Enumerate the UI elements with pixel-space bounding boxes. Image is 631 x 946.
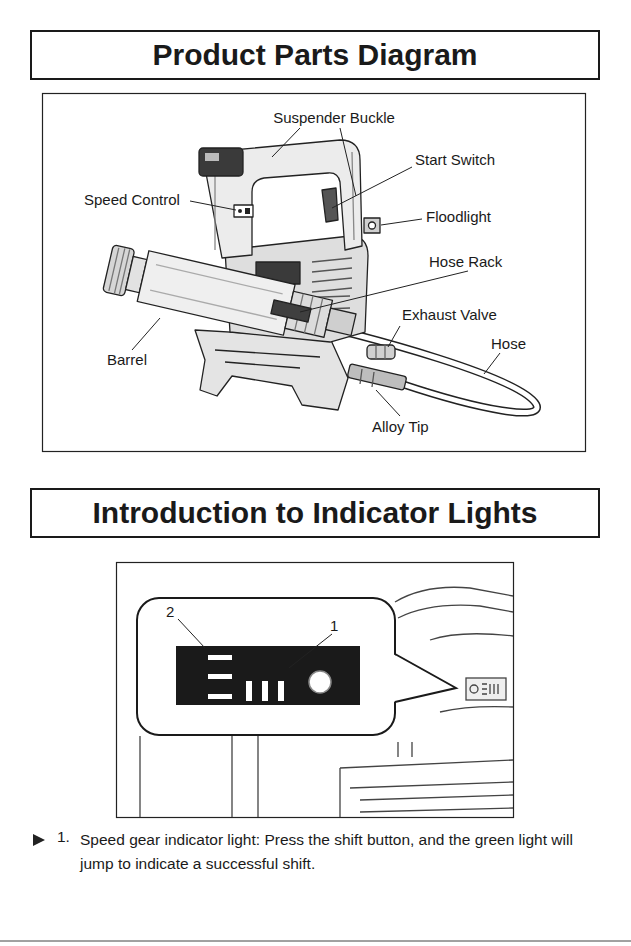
tool-body [360, 795, 513, 812]
grease-gun [364, 218, 380, 233]
tool-body [482, 684, 498, 694]
tool-body [340, 760, 513, 817]
figure-frame [43, 94, 586, 452]
leader-line [381, 219, 422, 225]
leader-line [272, 128, 300, 157]
leader-line [132, 128, 500, 416]
callout-bubble [395, 654, 456, 702]
grease-gun [102, 243, 359, 350]
leader-line [190, 201, 236, 210]
part-label: Alloy Tip [372, 418, 429, 436]
grease-gun [234, 205, 253, 217]
grease-gun [205, 153, 219, 161]
grease-gun [367, 345, 395, 359]
indicator-panel [176, 646, 360, 705]
grease-gun [369, 222, 376, 229]
leader-line [300, 271, 468, 312]
tool-body [470, 685, 478, 693]
grease-gun [137, 251, 295, 335]
leader-line [289, 634, 332, 668]
grease-gun [150, 265, 283, 320]
grease-gun [238, 209, 242, 213]
callout-number: 1 [330, 617, 338, 635]
callout-bubble [393, 654, 456, 702]
part-label: Hose [491, 335, 526, 353]
grease-gun [199, 148, 243, 176]
indicator-panel [208, 694, 232, 699]
indicator-panel [262, 681, 268, 701]
callout-bubble [137, 598, 395, 735]
figure-frame [117, 563, 514, 818]
indicator-panel [208, 674, 232, 679]
page-rule [0, 941, 631, 942]
part-label: Start Switch [415, 151, 495, 169]
list-number: 1. [57, 828, 70, 846]
tool-body [139, 736, 140, 817]
tool-body [398, 605, 513, 618]
grease-gun [376, 345, 385, 359]
leader-line [332, 167, 412, 208]
callout-bubble [137, 598, 456, 735]
bullet-marker [33, 834, 45, 846]
tool-body [395, 587, 513, 602]
grease-gun [245, 208, 250, 214]
grease-gun [326, 308, 356, 335]
grease-gun [347, 364, 407, 391]
part-label: Barrel [107, 351, 147, 369]
indicator-panel [278, 681, 284, 701]
indicator-panel [246, 681, 252, 701]
description-text: Speed gear indicator light: Press the sh… [80, 828, 602, 876]
leader-line [340, 128, 356, 196]
indicator-panel [208, 655, 232, 660]
tool-body [430, 634, 513, 640]
grease-gun [215, 350, 320, 357]
heading-box: Introduction to Indicator Lights [30, 488, 600, 538]
leader-line [132, 318, 160, 350]
heading-text: Product Parts Diagram [152, 40, 477, 70]
tool-body [232, 736, 258, 817]
grease-gun [102, 140, 537, 413]
part-label: Exhaust Valve [402, 306, 497, 324]
heading-box: Product Parts Diagram [30, 30, 600, 80]
tool-body [466, 678, 506, 700]
heading-text: Introduction to Indicator Lights [93, 498, 538, 528]
leader-line [388, 326, 400, 347]
leader-line [376, 390, 400, 416]
grease-gun [322, 188, 338, 222]
part-label: Speed Control [84, 191, 180, 209]
leader-line [178, 619, 205, 648]
leader-line [178, 619, 332, 668]
callout-number: 2 [166, 603, 174, 621]
leader-line [484, 353, 500, 374]
tool-body [440, 707, 513, 712]
part-label: Floodlight [426, 208, 491, 226]
indicator-panel [309, 671, 331, 693]
tool-body [350, 742, 513, 788]
grease-gun [225, 362, 300, 368]
part-label: Hose Rack [429, 253, 502, 271]
indicator-panel [176, 646, 360, 705]
part-label: Suspender Buckle [273, 109, 395, 127]
grease-gun [360, 369, 374, 387]
